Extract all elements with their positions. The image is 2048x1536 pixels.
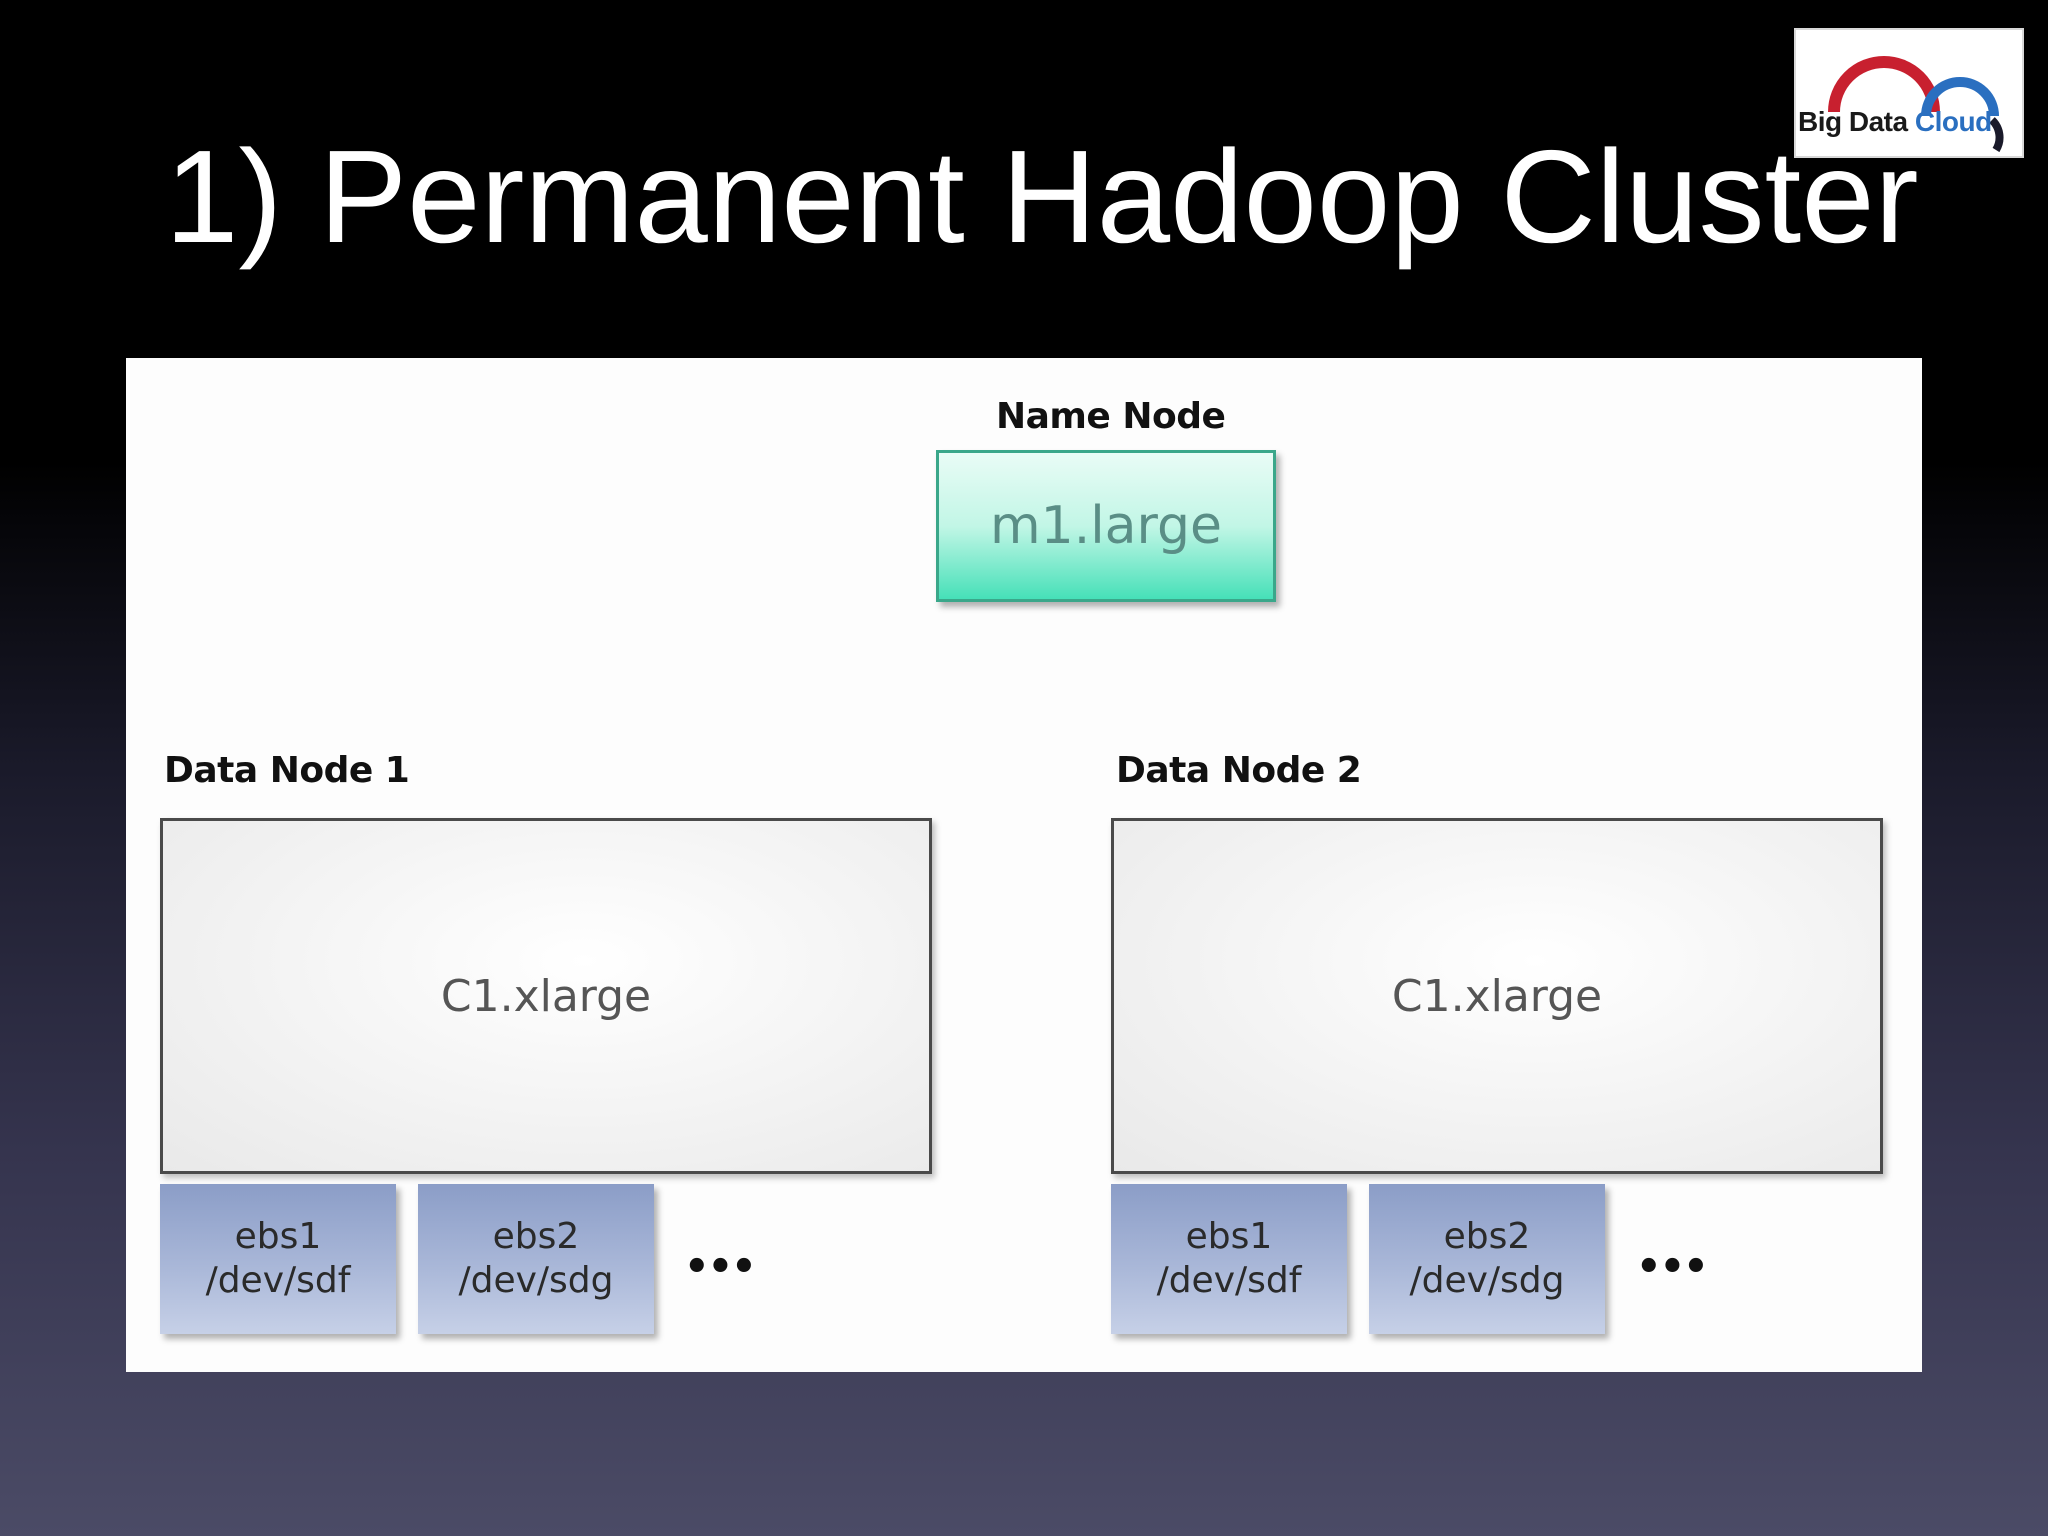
data-node-1-label: Data Node 1: [164, 750, 410, 791]
slide-title: 1) Permanent Hadoop Cluster: [165, 123, 1919, 270]
ebs-volume-name: ebs1: [234, 1216, 322, 1258]
ebs-volume-device: /dev/sdg: [458, 1260, 614, 1301]
data-node-1-instance-box: C1.xlarge: [160, 818, 932, 1174]
data-node-2-instance-box: C1.xlarge: [1111, 818, 1883, 1174]
ebs-volume-name: ebs2: [1443, 1216, 1531, 1258]
data-node-2-ebs-volume-1: ebs1 /dev/sdf: [1111, 1184, 1347, 1334]
ebs-volume-device: /dev/sdg: [1409, 1260, 1565, 1301]
ebs-volume-name: ebs2: [492, 1216, 580, 1258]
logo-text: Big Data Cloud: [1798, 106, 1992, 138]
ebs-volume-device: /dev/sdf: [1156, 1260, 1302, 1301]
data-node-2-label: Data Node 2: [1116, 750, 1362, 791]
logo-text-main: Big Data: [1798, 106, 1908, 137]
data-node-1-ebs-volume-2: ebs2 /dev/sdg: [418, 1184, 654, 1334]
name-node-label: Name Node: [996, 396, 1226, 437]
data-node-1-ebs-volume-1: ebs1 /dev/sdf: [160, 1184, 396, 1334]
logo-text-accent: Cloud: [1914, 106, 1992, 137]
data-node-2-instance-type: C1.xlarge: [1391, 970, 1603, 1022]
ebs-volume-name: ebs1: [1185, 1216, 1273, 1258]
name-node-instance-type: m1.large: [989, 496, 1223, 556]
hadoop-cluster-diagram: Name Node m1.large Data Node 1 C1.xlarge…: [126, 358, 1922, 1372]
big-data-cloud-logo: Big Data Cloud: [1794, 28, 2024, 158]
ebs-volume-device: /dev/sdf: [205, 1260, 351, 1301]
data-node-2-more-volumes: •••: [1636, 1244, 1709, 1290]
cloud-arcs-icon: [1828, 56, 2004, 153]
data-node-1-more-volumes: •••: [684, 1244, 757, 1290]
name-node-instance-box: m1.large: [936, 450, 1276, 602]
data-node-1-instance-type: C1.xlarge: [440, 970, 652, 1022]
data-node-2-ebs-volume-2: ebs2 /dev/sdg: [1369, 1184, 1605, 1334]
